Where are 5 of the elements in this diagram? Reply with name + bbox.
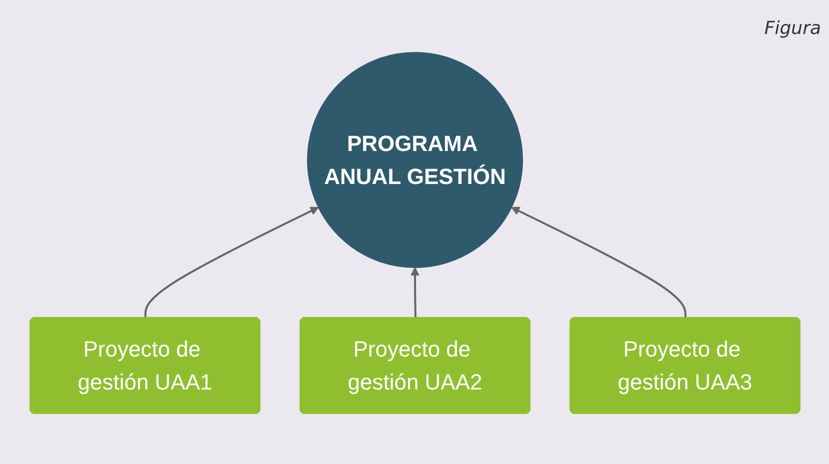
arrow xyxy=(410,267,419,318)
node-circle: PROGRAMA ANUAL GESTIÓN xyxy=(306,52,522,268)
figure-label: Figura xyxy=(764,18,821,39)
arrow xyxy=(510,206,686,318)
arrow xyxy=(144,206,318,318)
